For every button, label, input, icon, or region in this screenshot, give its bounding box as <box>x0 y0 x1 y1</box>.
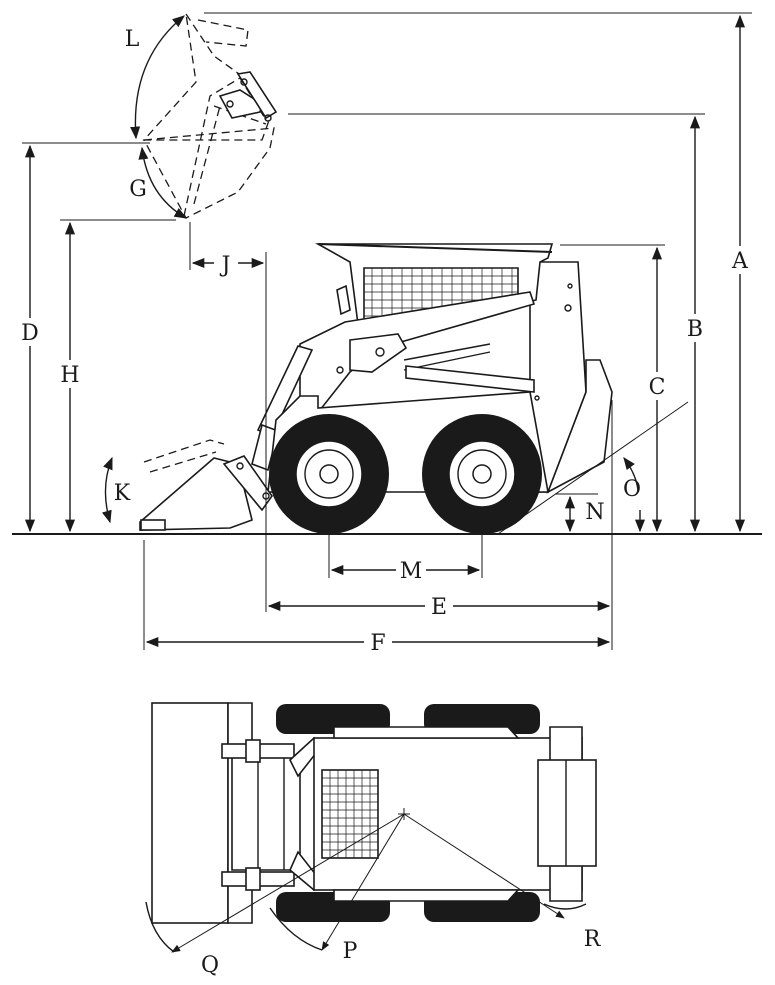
side-view: A B C D H J M E F N O K L G <box>12 12 762 656</box>
rear-bolt <box>567 283 573 289</box>
raised-bucket-ghost <box>142 13 278 219</box>
top-screen <box>321 769 379 859</box>
label-A: A <box>731 249 749 274</box>
top-arm-right <box>333 889 520 902</box>
label-B: B <box>687 317 703 342</box>
label-M: M <box>400 559 423 584</box>
top-arm-left <box>333 726 520 739</box>
top-arm-pin <box>245 739 261 763</box>
label-H: H <box>60 363 79 388</box>
radius-Q <box>171 813 405 953</box>
arm-rail <box>403 343 491 361</box>
bucket-rollback-ghost <box>143 439 225 463</box>
dim-G <box>138 146 188 219</box>
tilt-cylinder <box>251 423 279 472</box>
top-view: Q P R <box>145 702 602 978</box>
rear-rim-inner <box>457 449 507 499</box>
cab-handle <box>336 284 351 316</box>
front-hub <box>319 464 339 484</box>
radius-P <box>321 813 405 951</box>
arm-pin <box>336 366 344 374</box>
dim-L <box>130 15 185 140</box>
label-N: N <box>585 500 604 525</box>
cab-screen-mesh <box>364 268 518 321</box>
top-bucket-frame <box>231 755 301 871</box>
label-G: G <box>129 177 147 202</box>
top-engine-cover <box>537 759 597 867</box>
side-view-labels: A B C D H J M E F N O K L G <box>16 27 754 656</box>
label-R: R <box>584 927 602 952</box>
arm-plate <box>349 333 408 373</box>
label-O: O <box>623 477 641 502</box>
roof-edge <box>317 243 553 253</box>
dim-K <box>101 456 113 524</box>
rear-bolt <box>564 304 572 312</box>
bucket-ground <box>139 457 253 531</box>
bucket-pin <box>236 462 244 470</box>
label-F: F <box>370 631 385 656</box>
label-P: P <box>343 939 358 964</box>
rear-wheel <box>422 414 542 534</box>
arc-R <box>543 903 587 910</box>
label-K: K <box>114 481 131 506</box>
front-rim-inner <box>304 449 354 499</box>
rear-hub <box>472 464 492 484</box>
label-L: L <box>125 27 140 52</box>
label-E: E <box>431 595 447 620</box>
rear-bolt <box>534 395 540 401</box>
front-wheel <box>269 414 389 534</box>
label-Q: Q <box>201 953 219 978</box>
bucket-tooth <box>140 519 166 531</box>
lift-arm <box>299 291 536 411</box>
arc-Q <box>145 901 175 953</box>
arm-pivot <box>375 347 385 357</box>
rear-door <box>546 359 613 494</box>
bucket-rollback-ghost <box>149 451 217 473</box>
fender-rail <box>405 365 535 393</box>
dim-O-top <box>623 456 639 491</box>
bucket-mount <box>222 455 273 512</box>
top-bucket <box>151 702 229 924</box>
label-C: C <box>649 375 666 400</box>
label-D: D <box>21 321 39 346</box>
radius-R <box>403 813 565 919</box>
top-screen-mesh <box>322 770 378 858</box>
top-arm-pin <box>245 867 261 891</box>
arc-P <box>269 907 323 951</box>
raised-link <box>236 71 278 120</box>
label-J: J <box>220 253 231 278</box>
